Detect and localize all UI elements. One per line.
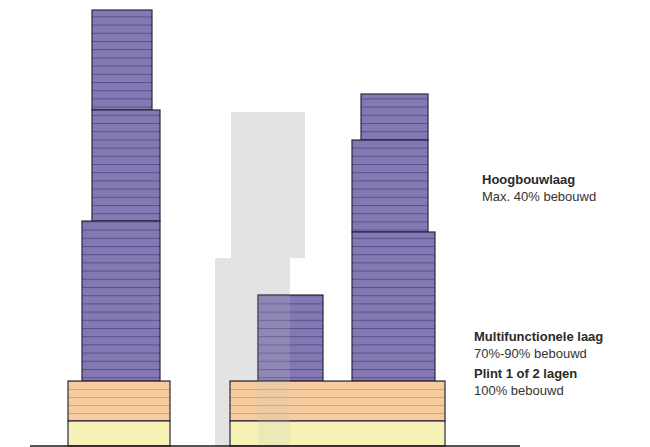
ghost-overlay [258, 295, 290, 446]
layer-note: 100% bebouwd [474, 383, 564, 399]
layer-title: Hoogbouwlaag [482, 172, 575, 188]
layer-note: Max. 40% bebouwd [482, 189, 596, 205]
layer-title: Multifunctionele laag [474, 329, 603, 345]
ground-line [30, 445, 520, 447]
left-building [68, 10, 170, 446]
layer-title: Plint 1 of 2 lagen [474, 366, 577, 382]
right-building [230, 94, 445, 446]
layer-note: 70%-90% bebouwd [474, 346, 587, 362]
